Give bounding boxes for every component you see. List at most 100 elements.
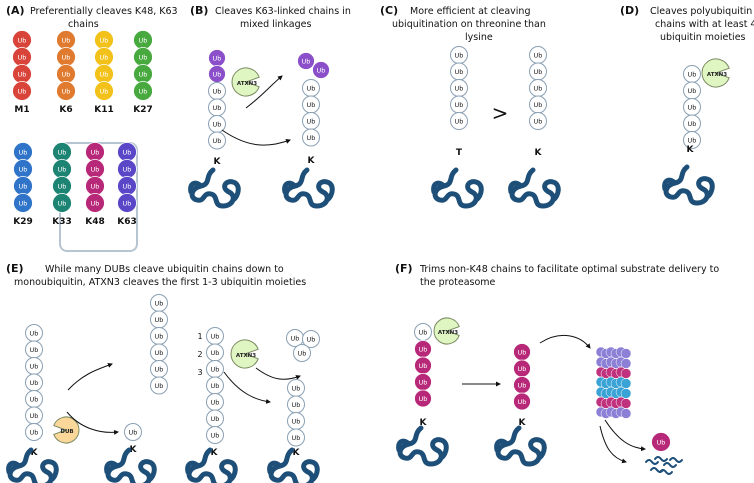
- ubiquitin-label: Ub: [213, 87, 222, 95]
- panel-e-label: (E): [6, 262, 24, 275]
- panel-f: (F) Trims non-K48 chains to facilitate o…: [395, 262, 719, 475]
- ubiquitin-label: Ub: [211, 332, 220, 340]
- ubiquitin-label: Ub: [213, 54, 222, 62]
- chain-name: K11: [94, 105, 114, 115]
- panel-c-title-3: lysine: [465, 32, 493, 43]
- degraded-fragments: [645, 456, 683, 475]
- panel-d-title-2: chains with at least 4: [655, 19, 754, 30]
- panel-f-title-2: the proteasome: [420, 277, 496, 288]
- chain-name: K48: [85, 217, 105, 227]
- chain-name: K63: [117, 217, 137, 227]
- residue-label: K: [211, 448, 219, 458]
- enzyme: [433, 317, 460, 345]
- ubiquitin: [302, 330, 320, 348]
- ubiquitin-label: Ub: [307, 101, 316, 109]
- ubiquitin-label: Ub: [155, 382, 164, 390]
- panel-d: (D) Cleaves polyubiquitin chains with at…: [620, 4, 754, 206]
- ubiquitin: [450, 112, 468, 130]
- protein-fold: [188, 167, 241, 209]
- ubiquitin: [52, 193, 72, 213]
- ubiquitin: [297, 52, 315, 70]
- substrate-protein: [188, 167, 241, 209]
- ubiquitin-label: Ub: [419, 328, 428, 336]
- ubiquitin-label: Ub: [211, 365, 220, 373]
- ubiquitin-label: Ub: [155, 349, 164, 357]
- ubiquitin-label: Ub: [455, 68, 464, 76]
- arrow: [604, 419, 646, 452]
- panel-e: (E) While many DUBs cleave ubiquitin cha…: [6, 262, 320, 483]
- protein-fold: [508, 167, 561, 209]
- ubiquitin-label: Ub: [30, 362, 39, 370]
- ubiquitin: [85, 193, 105, 213]
- enzyme-label: ATXN3: [707, 72, 727, 78]
- ubiquitin-label: Ub: [688, 103, 697, 111]
- ubiquitin-label: Ub: [292, 434, 301, 442]
- ubiquitin-label: Ub: [155, 365, 164, 373]
- panel-e-title-2: monoubiquitin, ATXN3 cleaves the first 1…: [14, 277, 306, 288]
- ubiquitin-label: Ub: [211, 398, 220, 406]
- ubiquitin-label: Ub: [307, 84, 316, 92]
- enzyme-label: ATXN3: [237, 81, 257, 87]
- ubiquitin-label: Ub: [123, 182, 132, 190]
- enzyme: [701, 58, 730, 88]
- substrate-protein: [508, 167, 561, 209]
- chain-name: M1: [14, 105, 29, 115]
- moiety-number: 3: [197, 368, 202, 377]
- protein-fold: [662, 164, 715, 206]
- ubiquitin-label: Ub: [211, 349, 220, 357]
- chain-name: K6: [59, 105, 72, 115]
- arrow: [539, 334, 591, 349]
- ubiquitin: [293, 344, 311, 362]
- panel-c-title-1: More efficient at cleaving: [410, 6, 530, 17]
- greater-than-sign: >: [492, 101, 509, 125]
- moiety-number: 1: [197, 332, 202, 341]
- ubiquitin: [206, 426, 224, 444]
- ubiquitin-label: Ub: [62, 53, 71, 61]
- chain-name: K33: [52, 217, 72, 227]
- panel-e-diagram: UbUbUbUbUbUbUbKDUBUbUbUbUbUbUbUbKUbUbUbU…: [6, 294, 320, 483]
- ubiquitin-label: Ub: [211, 415, 220, 423]
- ubiquitin: [124, 423, 142, 441]
- chain-name: K27: [133, 105, 153, 115]
- ubiquitin: [513, 392, 531, 411]
- panel-d-label: (D): [620, 4, 639, 17]
- ubiquitin-label: Ub: [91, 199, 100, 207]
- ubiquitin-label: Ub: [213, 120, 222, 128]
- substrate-protein: [185, 447, 238, 483]
- chain-name: K29: [13, 217, 33, 227]
- ubiquitin: [312, 61, 330, 79]
- arrow: [255, 367, 301, 380]
- enzyme-label: DUB: [60, 429, 73, 435]
- ubiquitin-label: Ub: [30, 329, 39, 337]
- ubiquitin-label: Ub: [123, 165, 132, 173]
- ubiquitin-label: Ub: [62, 87, 71, 95]
- ubiquitin-label: Ub: [292, 417, 301, 425]
- peptide-fragment: [663, 462, 677, 468]
- ubiquitin-label: Ub: [518, 381, 527, 389]
- ubiquitin-label: Ub: [19, 199, 28, 207]
- ubiquitin-label: Ub: [123, 148, 132, 156]
- ubiquitin: [133, 81, 153, 101]
- ubiquitin-label: Ub: [307, 335, 316, 343]
- proteasome: [595, 346, 632, 419]
- ubiquitin-label: Ub: [534, 101, 543, 109]
- arrow: [245, 75, 283, 109]
- substrate-protein: [662, 164, 715, 206]
- ubiquitin-label: Ub: [292, 384, 301, 392]
- ubiquitin-label: Ub: [30, 346, 39, 354]
- residue-label: K: [31, 448, 39, 458]
- residue-label: K: [420, 418, 428, 428]
- peptide-fragment: [669, 457, 683, 463]
- arrow: [223, 371, 271, 404]
- enzyme-label: ATXN3: [236, 353, 256, 359]
- ubiquitin-label: Ub: [30, 412, 39, 420]
- ubiquitin-label: Ub: [302, 57, 311, 65]
- ubiquitin-label: Ub: [455, 101, 464, 109]
- ubiquitin-label: Ub: [291, 334, 300, 342]
- ubiquitin-label: Ub: [62, 36, 71, 44]
